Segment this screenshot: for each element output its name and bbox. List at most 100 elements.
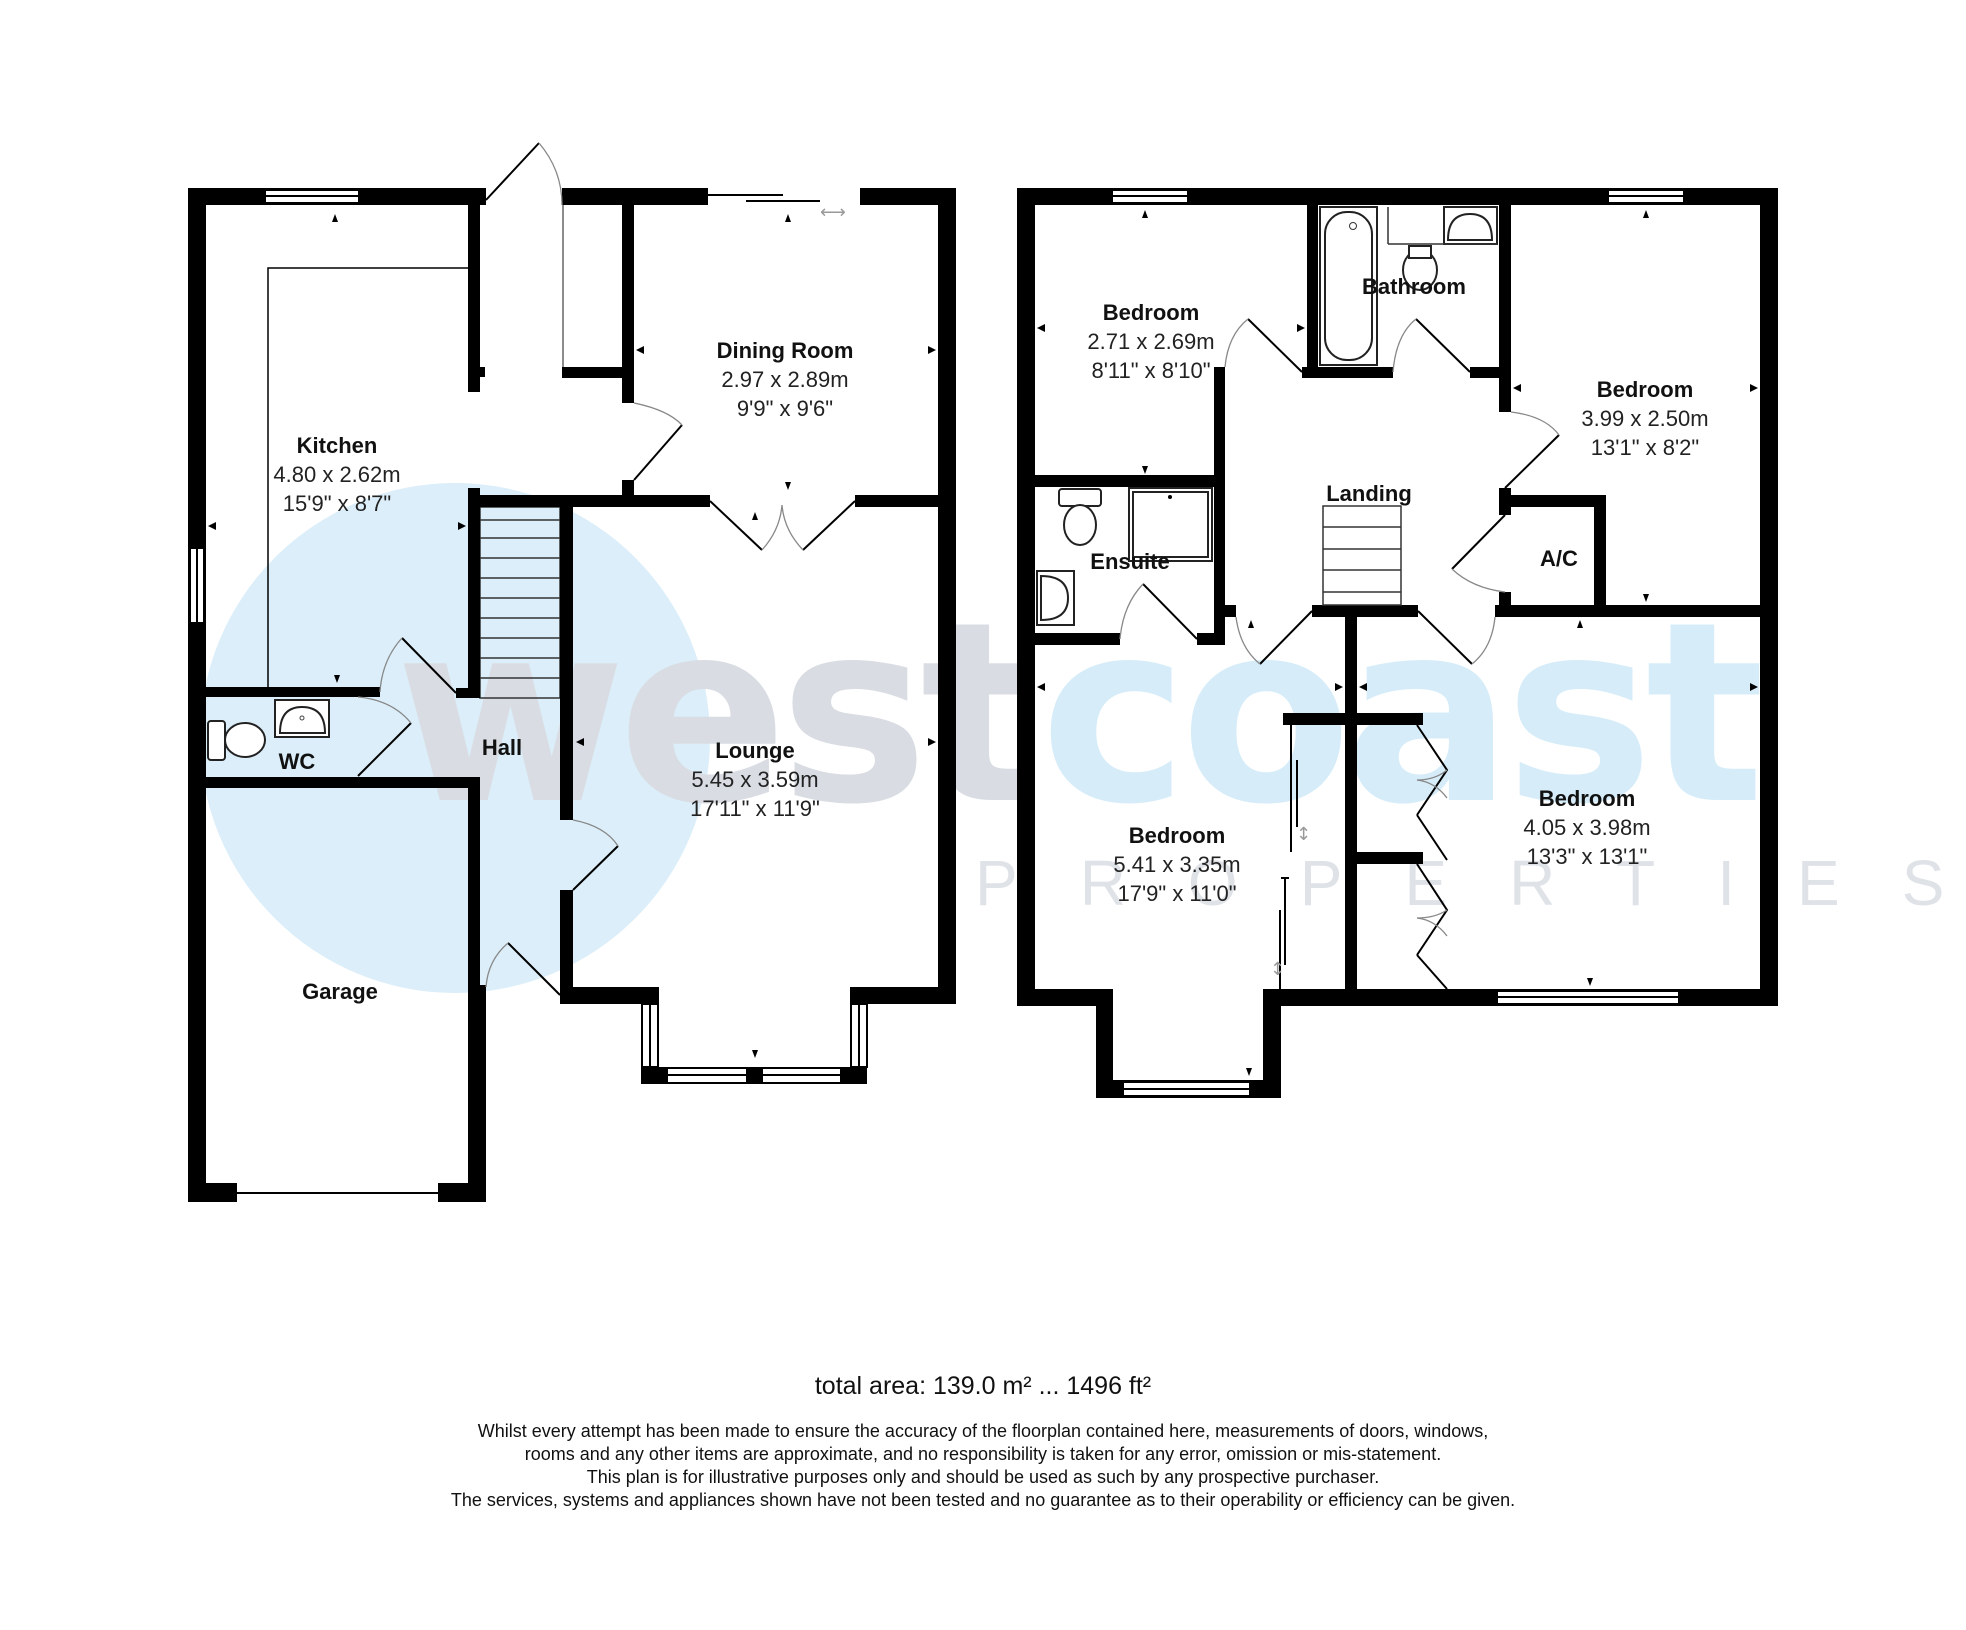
wall	[1499, 205, 1511, 412]
wall	[641, 1067, 667, 1084]
lounge-double-door	[709, 500, 856, 551]
wall	[1470, 367, 1511, 378]
wall	[468, 985, 486, 1202]
room-imperial: 13'3" x 13'1"	[1527, 844, 1648, 869]
wall	[188, 188, 206, 1202]
bedroom-window-front-right	[1607, 189, 1685, 204]
room-bedroom-front-left: Bedroom 2.71 x 2.69m 8'11" x 8'10"	[1087, 300, 1214, 383]
room-kitchen: Kitchen 4.80 x 2.62m 15'9" x 8'7"	[273, 433, 400, 516]
wc-basin	[274, 699, 330, 738]
wall	[562, 188, 708, 205]
watermark-tagline: PROPERTIES	[975, 847, 1966, 919]
wall	[1283, 713, 1423, 725]
room-metric: 5.41 x 3.35m	[1113, 852, 1240, 877]
back-door	[485, 142, 563, 206]
first-floor: ↕ ↕	[1017, 188, 1778, 1098]
ensuite-toilet	[1058, 488, 1102, 546]
room-metric: 4.05 x 3.98m	[1523, 815, 1650, 840]
room-garage: Garage	[302, 979, 378, 1004]
wall	[1096, 989, 1113, 1098]
wall	[468, 488, 480, 698]
lounge-bay-windows	[641, 1003, 868, 1084]
wall	[1017, 989, 1113, 1006]
wall	[188, 1183, 237, 1202]
bathroom-door	[1392, 318, 1471, 373]
wall	[468, 205, 480, 392]
room-metric: 4.80 x 2.62m	[273, 462, 400, 487]
lounge-hall-door	[572, 819, 619, 891]
kitchen-window	[264, 189, 360, 204]
room-lounge: Lounge 5.45 x 3.59m 17'11" x 11'9"	[690, 738, 820, 821]
bay-window-upper	[1122, 1081, 1251, 1097]
room-name: Bedroom	[1103, 300, 1200, 325]
wall	[1357, 852, 1423, 864]
room-name: A/C	[1540, 546, 1578, 571]
wall	[850, 987, 956, 1004]
wall	[1511, 495, 1606, 507]
wc-toilet	[207, 720, 266, 761]
wall	[438, 1183, 486, 1202]
bedroom1-door	[1224, 318, 1303, 373]
wc-door	[357, 696, 412, 777]
wall	[1312, 605, 1418, 617]
room-name: Dining Room	[717, 338, 854, 363]
sliding-wardrobe: ↕ ↕	[1270, 725, 1311, 995]
disclaimer: Whilst every attempt has been made to en…	[0, 1420, 1966, 1512]
wall	[1345, 617, 1357, 1006]
wall	[1017, 188, 1035, 1006]
disclaimer-line: Whilst every attempt has been made to en…	[477, 1421, 1489, 1441]
room-name: Ensuite	[1090, 549, 1169, 574]
wall	[562, 367, 633, 378]
bedroom2-door	[1504, 411, 1560, 489]
watermark-logo: west coast PROPERTIES	[200, 483, 1966, 993]
room-metric: 5.45 x 3.59m	[691, 767, 818, 792]
room-bathroom: Bathroom	[1362, 274, 1466, 299]
wall	[560, 890, 573, 1004]
room-name: Bedroom	[1129, 823, 1226, 848]
wall	[1263, 989, 1281, 1098]
wall	[860, 188, 956, 205]
kitchen-side-window	[189, 547, 205, 624]
disclaimer-line: This plan is for illustrative purposes o…	[586, 1467, 1380, 1487]
dining-door	[633, 402, 683, 481]
room-name: Lounge	[715, 738, 794, 763]
bedroom-window-rear-right	[1496, 990, 1680, 1005]
room-imperial: 8'11" x 8'10"	[1091, 358, 1210, 383]
room-imperial: 13'1" x 8'2"	[1591, 435, 1699, 460]
room-wc: WC	[279, 749, 316, 774]
room-bedroom-rear-left: Bedroom 5.41 x 3.35m 17'9" x 11'0"	[1113, 823, 1240, 906]
wall	[560, 987, 659, 1004]
bath	[1319, 206, 1378, 366]
disclaimer-line: rooms and any other items are approximat…	[524, 1444, 1442, 1464]
ensuite-basin	[1036, 570, 1075, 626]
wall	[1017, 188, 1778, 205]
measure-arrows	[1037, 210, 1758, 1076]
ac-door	[1451, 514, 1506, 593]
room-imperial: 15'9" x 8'7"	[283, 491, 391, 516]
total-area: total area: 139.0 m² ... 1496 ft²	[814, 1372, 1152, 1400]
wall	[1594, 495, 1606, 617]
wall	[206, 687, 380, 697]
room-name: Garage	[302, 979, 378, 1004]
wall	[938, 188, 956, 1004]
bathroom-toilet	[1387, 207, 1497, 291]
room-metric: 3.99 x 2.50m	[1581, 406, 1708, 431]
landing-stairs	[1322, 505, 1402, 606]
wall	[206, 777, 480, 788]
wall	[1035, 633, 1120, 645]
room-name: Landing	[1326, 481, 1412, 506]
room-dining-room: Dining Room 2.97 x 2.89m 9'9" x 9'6"	[717, 338, 854, 421]
kitchen-worktop	[267, 267, 468, 690]
bedroom3-door	[1235, 610, 1313, 665]
wall	[1225, 605, 1236, 617]
room-name: Bedroom	[1597, 377, 1694, 402]
wall	[480, 367, 485, 377]
wall	[747, 1067, 762, 1084]
wall	[1214, 367, 1225, 645]
wall	[1307, 205, 1318, 378]
room-name: Hall	[482, 735, 522, 760]
room-metric: 2.71 x 2.69m	[1087, 329, 1214, 354]
wall	[841, 1067, 867, 1084]
room-name: Kitchen	[297, 433, 378, 458]
